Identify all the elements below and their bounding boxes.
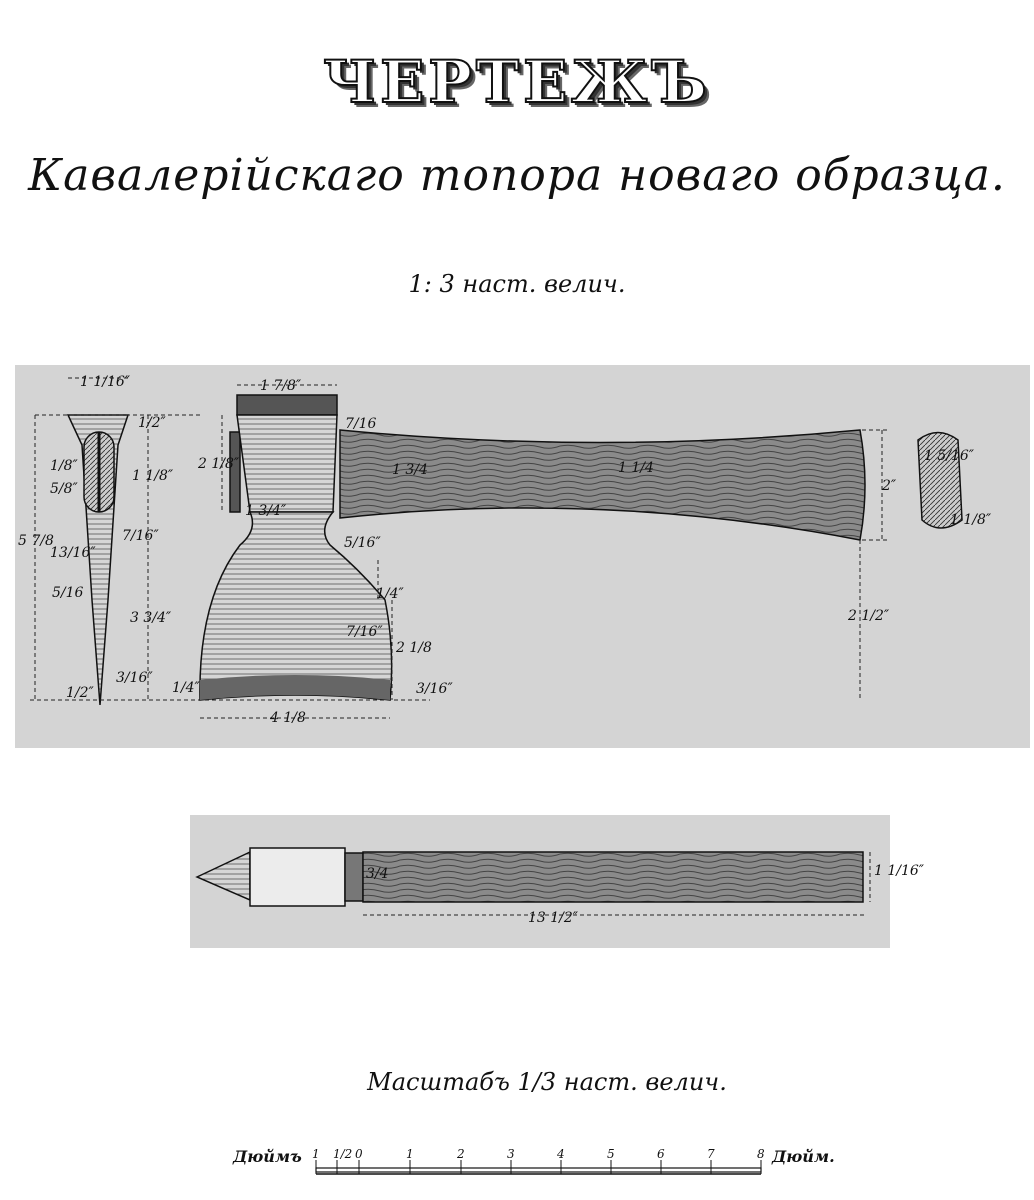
main-view-panel xyxy=(15,365,1030,748)
dimension-label: 1 5/16″ xyxy=(924,448,975,464)
dimension-label: 3/16″ xyxy=(416,681,453,697)
ruler-tick-label: 4 xyxy=(556,1147,565,1161)
dimension-label: 3/4 xyxy=(366,866,389,882)
dimension-label: 1/2″ xyxy=(66,685,95,701)
dimension-label: 13 1/2″ xyxy=(528,910,579,926)
dimension-label: 1 7/8″ xyxy=(260,378,302,394)
axe-head-front-view xyxy=(199,384,393,719)
ruler-tick-label: 7 xyxy=(707,1147,715,1161)
dimension-label: 2″ xyxy=(881,478,897,494)
ruler-tick-label: 8 xyxy=(757,1147,765,1161)
dimension-label: 7/16 xyxy=(345,416,377,432)
ruler-tick-label: 1 xyxy=(406,1147,414,1161)
ruler-tick-label: 0 xyxy=(355,1147,363,1161)
dimension-label: 2 1/8″ xyxy=(197,456,240,472)
drawing-title: ЧЕРТЕЖЪ xyxy=(322,47,711,117)
dimension-label: 3 3/4″ xyxy=(130,610,172,626)
drawing-subtitle: Кавалерійскаго топора новаго образца. xyxy=(28,150,1006,201)
dimension-label: 7/16″ xyxy=(122,528,159,544)
dimension-label: 7/16″ xyxy=(346,624,383,640)
axe-top-view xyxy=(195,847,871,916)
handle-cross-section xyxy=(917,431,963,529)
axe-side-view xyxy=(30,377,430,706)
dimension-label: 1 1/16″ xyxy=(80,374,131,390)
ruler-tick-label: 3 xyxy=(507,1147,515,1161)
dimension-label: 5/8″ xyxy=(50,481,79,497)
dimension-label: 4 1/8 xyxy=(269,710,306,726)
dimension-label: 1/8″ xyxy=(50,458,79,474)
axe-handle xyxy=(339,429,963,700)
dimension-label: 5 7/8 xyxy=(18,533,54,549)
dimension-label: 3/16″ xyxy=(116,670,153,686)
dimension-label: 1 3/4 xyxy=(392,462,428,478)
scale-caption: Масштабъ 1/3 наст. велич. xyxy=(367,1068,727,1096)
ruler-tick-label: 2 xyxy=(456,1147,465,1161)
ruler-right-unit: Дюйм. xyxy=(771,1147,835,1166)
dimension-label: 1 3/4″ xyxy=(245,503,287,519)
ruler-tick-label: 6 xyxy=(657,1147,665,1161)
dimension-label: 2 1/2″ xyxy=(847,608,890,624)
dimension-label: 1/4″ xyxy=(376,586,405,602)
ruler-tick-label: 5 xyxy=(607,1147,615,1161)
dimension-label: 1/2″ xyxy=(138,415,167,431)
ruler-left-unit: Дюймъ xyxy=(232,1147,302,1166)
dimension-label: 1 1/4 xyxy=(618,460,654,476)
dimension-label: 1 1/8″ xyxy=(132,468,174,484)
dimension-label: 1 1/8″ xyxy=(950,512,992,528)
ruler-tick-label: 1/2 xyxy=(333,1147,352,1161)
dimension-label: 13/16″ xyxy=(50,545,96,561)
dimension-label: 5/16″ xyxy=(344,535,381,551)
dimension-label: 5/16 xyxy=(52,585,84,601)
scale-note: 1: 3 наст. велич. xyxy=(408,270,626,298)
dimension-label: 1 1/16″ xyxy=(874,863,925,879)
dimension-label: 2 1/8 xyxy=(395,640,432,656)
dimension-label: 1/4″ xyxy=(172,680,201,696)
ruler-tick-label: 1 xyxy=(312,1147,320,1161)
